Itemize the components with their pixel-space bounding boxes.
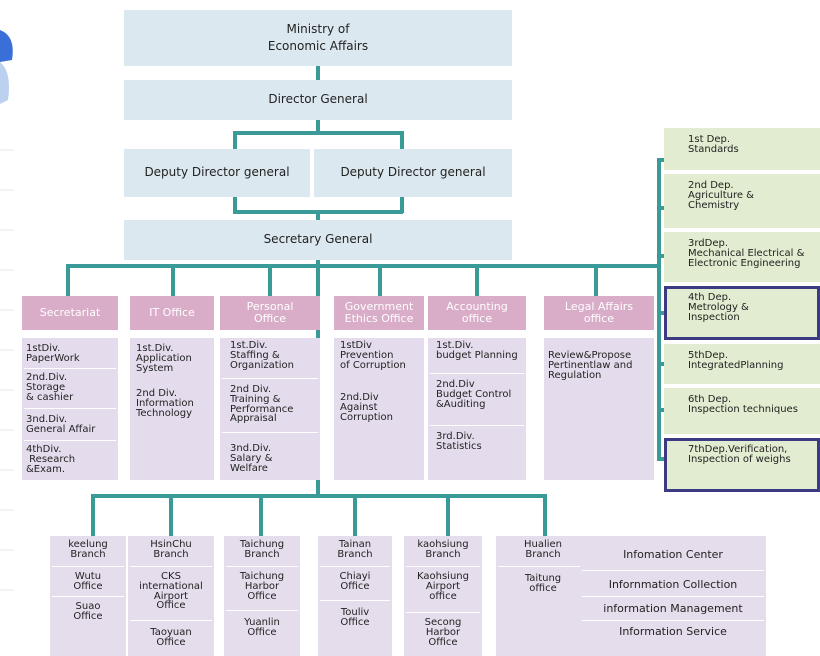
legal-office-divisions: Review&Propose Pertinentlaw and Regulati… xyxy=(544,338,654,480)
divider xyxy=(130,566,212,567)
information-center: Infomation Center Infornmation Collectio… xyxy=(580,536,766,656)
divider xyxy=(430,373,524,374)
divider xyxy=(582,570,764,571)
branch-title: keelung Branch xyxy=(68,539,108,560)
department-7th: 7thDep.Verification, Inspection of weigh… xyxy=(664,438,820,492)
branch-taichung: Taichung Branch Taichung Harbor Office Y… xyxy=(224,536,300,656)
branch-office: Wutu Office xyxy=(73,571,103,592)
branch-office: Taoyuan Office xyxy=(150,627,192,648)
branch-office: CKS international Airport Office xyxy=(139,571,203,612)
branch-office: Suao Office xyxy=(73,601,103,622)
divider xyxy=(498,566,588,567)
branch-office: Taitung office xyxy=(524,573,562,594)
ministry-box: Ministry of Economic Affairs xyxy=(124,10,512,66)
division-item: 1st.Div. Application System xyxy=(136,343,192,374)
division-item: 2nd.Div Budget Control &Auditing xyxy=(436,379,512,410)
office-header-personal: Personal Office xyxy=(220,296,320,330)
divider xyxy=(406,566,480,567)
department-5th: 5thDep. IntegratedPlanning xyxy=(664,344,820,384)
division-item: 1st.Div. budget Planning xyxy=(436,340,518,361)
branch-office: Chiayi Office xyxy=(339,571,371,592)
divider xyxy=(130,620,212,621)
divider xyxy=(320,600,390,601)
branch-tainan: Tainan Branch Chiayi Office Touliv Offic… xyxy=(318,536,392,656)
left-edge-fragment xyxy=(0,30,14,591)
divider xyxy=(222,378,318,379)
division-item: Review&Propose Pertinentlaw and Regulati… xyxy=(548,350,633,381)
division-item: 1stDiv. PaperWork xyxy=(26,343,80,364)
info-center-item: Information Service xyxy=(619,625,727,638)
department-1st: 1st Dep. Standards xyxy=(664,128,820,170)
division-item: 3nd.Div. Salary & Welfare xyxy=(230,443,273,474)
department-4th: 4th Dep. Metrology & Inspection xyxy=(664,286,820,340)
division-item: 2nd Div. Information Technology xyxy=(136,388,194,419)
divider xyxy=(222,432,318,433)
division-item: 3rd.Div. Statistics xyxy=(436,431,482,452)
branch-kaohsiung: kaohsiung Branch Kaohsiung Airport offic… xyxy=(404,536,482,656)
divider xyxy=(582,620,764,621)
department-6th: 6th Dep. Inspection techniques xyxy=(664,388,820,434)
branch-office: Touliv Office xyxy=(340,607,370,628)
branch-office: Secong Harbor Office xyxy=(424,617,462,648)
division-item: 2nd.Div Against Corruption xyxy=(340,392,393,423)
director-general-box: Director General xyxy=(124,80,512,120)
divider xyxy=(320,566,390,567)
deputy-director-box-1: Deputy Director general xyxy=(124,149,310,197)
divider xyxy=(24,408,116,409)
divider xyxy=(52,596,124,597)
office-header-legal: Legal Affairs office xyxy=(544,296,654,330)
divider xyxy=(24,440,116,441)
branch-title: Tainan Branch xyxy=(337,539,373,560)
branch-title: Taichung Branch xyxy=(239,539,285,560)
deputy-director-box-2: Deputy Director general xyxy=(314,149,512,197)
division-item: 1stDiv Prevention of Corruption xyxy=(340,340,406,371)
personal-office-divisions: 1st.Div. Staffing & Organization 2nd Div… xyxy=(220,338,320,480)
office-header-it: IT Office xyxy=(130,296,214,330)
branch-hualien: Hualien Branch Taitung office xyxy=(496,536,590,656)
branch-keelung: keelung Branch Wutu Office Suao Office xyxy=(50,536,126,656)
accounting-office-divisions: 1st.Div. budget Planning 2nd.Div Budget … xyxy=(428,338,526,480)
divider xyxy=(430,425,524,426)
divider xyxy=(582,596,764,597)
branch-hsinchu: HsinChu Branch CKS international Airport… xyxy=(128,536,214,656)
branch-title: HsinChu Branch xyxy=(150,539,192,560)
department-3rd: 3rdDep. Mechanical Electrical & Electron… xyxy=(664,232,820,282)
branch-title: Hualien Branch xyxy=(523,539,563,560)
division-item: 2nd.Div. Storage & cashier xyxy=(26,372,74,403)
office-header-secretariat: Secretariat xyxy=(22,296,118,330)
division-item: 4thDiv. Research &Exam. xyxy=(26,444,76,475)
info-center-item: Infornmation Collection xyxy=(608,578,738,591)
secretary-general-box: Secretary General xyxy=(124,220,512,260)
secretariat-divisions: 1stDiv. PaperWork 2nd.Div. Storage & cas… xyxy=(22,338,118,480)
ethics-office-divisions: 1stDiv Prevention of Corruption 2nd.Div … xyxy=(334,338,424,480)
branch-office: Yuanlin Office xyxy=(244,617,280,638)
office-header-accounting: Accounting office xyxy=(428,296,526,330)
divider xyxy=(226,610,298,611)
branch-office: Kaohsiung Airport office xyxy=(417,571,469,602)
divider xyxy=(226,566,298,567)
divider xyxy=(52,566,124,567)
division-item: 3nd.Div. General Affair xyxy=(26,414,96,435)
divider xyxy=(406,612,480,613)
branch-office: Taichung Harbor Office xyxy=(239,571,285,602)
it-office-divisions: 1st.Div. Application System 2nd Div. Inf… xyxy=(130,338,214,480)
info-center-title: Infomation Center xyxy=(623,548,723,561)
branch-title: kaohsiung Branch xyxy=(417,539,469,560)
department-2nd: 2nd Dep. Agriculture & Chemistry xyxy=(664,174,820,228)
divider xyxy=(24,368,116,369)
division-item: 2nd Div. Training & Performance Appraisa… xyxy=(230,384,294,425)
info-center-item: information Management xyxy=(603,602,743,615)
division-item: 1st.Div. Staffing & Organization xyxy=(230,340,294,371)
office-header-ethics: Government Ethics Office xyxy=(334,296,424,330)
